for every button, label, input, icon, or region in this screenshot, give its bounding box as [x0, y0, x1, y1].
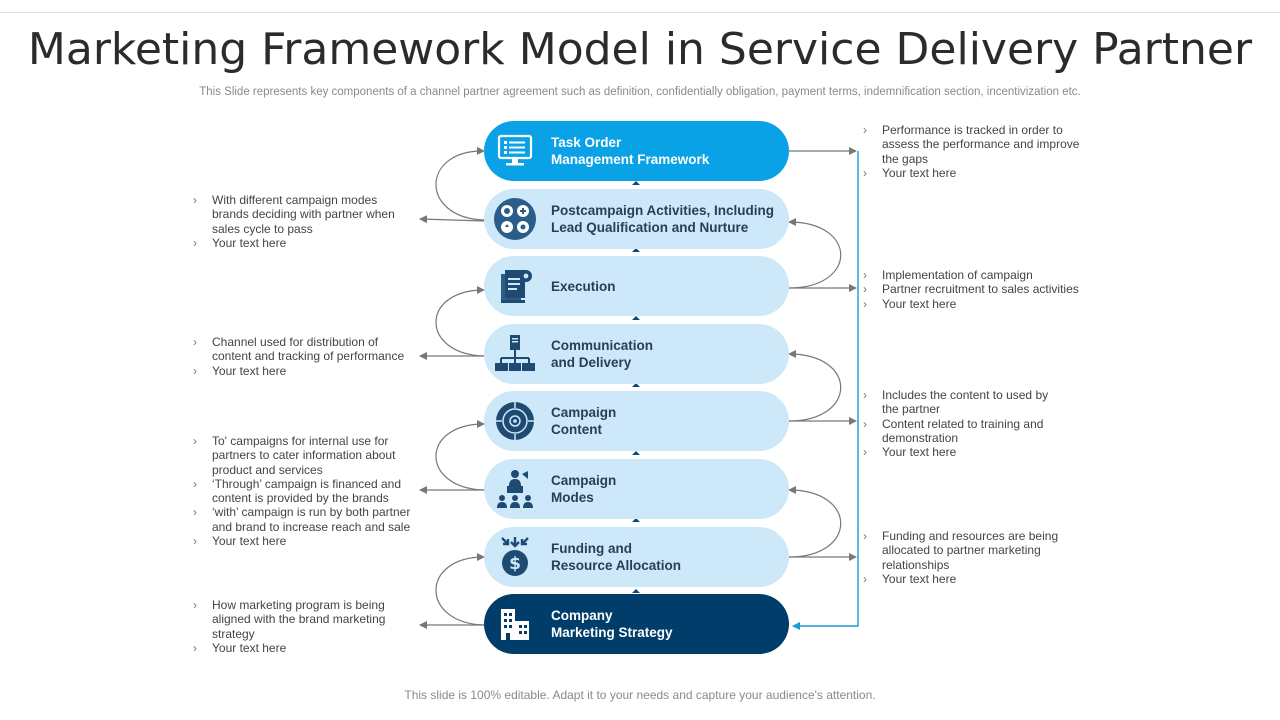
top-rule — [0, 12, 1280, 13]
page-title: Marketing Framework Model in Service Del… — [27, 24, 1253, 75]
step-link-2 — [632, 248, 640, 252]
left-arrow-1 — [419, 215, 485, 224]
left-note-3: To' campaigns for internal use for partn… — [193, 434, 415, 549]
step-postcampaign: Postcampaign Activities, Including Lead … — [484, 189, 789, 249]
step-communication: Communication and Delivery — [484, 324, 789, 384]
step-campaign-modes: Campaign Modes — [484, 459, 789, 519]
right-note-2: Implementation of campaign Partner recru… — [863, 268, 1088, 311]
step-label: Communication and Delivery — [551, 338, 654, 370]
left-loop-1 — [435, 146, 485, 221]
note-item: Your text here — [193, 364, 408, 379]
step-funding: $ Funding and Resource Allocation — [484, 527, 789, 587]
note-item: Your text here — [863, 445, 1068, 460]
network-computers-icon — [490, 329, 540, 379]
step-link-6 — [632, 518, 640, 522]
right-note-1: Performance is tracked in order to asses… — [863, 123, 1088, 180]
step-label: Campaign Content — [551, 405, 617, 437]
activity-cluster-icon — [490, 194, 540, 244]
step-label: Funding and Resource Allocation — [551, 541, 682, 573]
step-link-4 — [632, 383, 640, 387]
building-icon — [490, 599, 540, 649]
note-item: Your text here — [193, 534, 415, 549]
feedback-line — [792, 151, 859, 630]
step-link-1 — [632, 181, 640, 185]
note-item: Your text here — [863, 166, 1088, 181]
left-note-1: With different campaign modes brands dec… — [193, 193, 408, 250]
step-execution: Execution — [484, 256, 789, 316]
right-loop-2 — [788, 350, 842, 422]
note-item: Funding and resources are being allocate… — [863, 529, 1068, 572]
step-link-3 — [632, 316, 640, 320]
note-item: Your text here — [193, 236, 408, 251]
right-note-4: Funding and resources are being allocate… — [863, 529, 1068, 586]
step-label: Postcampaign Activities, Including Lead … — [551, 203, 775, 235]
note-item: Performance is tracked in order to asses… — [863, 123, 1088, 166]
footer-note: This slide is 100% editable. Adapt it to… — [404, 688, 876, 702]
note-item: Channel used for distribution of content… — [193, 335, 408, 364]
left-loop-3 — [435, 420, 485, 491]
note-item: How marketing program is being aligned w… — [193, 598, 398, 641]
step-task-order: Task Order Management Framework — [484, 121, 789, 181]
left-loop-2 — [435, 286, 485, 357]
target-icon — [490, 396, 540, 446]
note-item: To' campaigns for internal use for partn… — [193, 434, 415, 477]
right-loop-1 — [788, 218, 842, 289]
monitor-checklist-icon — [490, 126, 540, 176]
document-gear-icon — [490, 261, 540, 311]
page-subtitle: This Slide represents key components of … — [199, 86, 1081, 98]
svg-text:$: $ — [509, 554, 521, 574]
note-item: Your text here — [193, 641, 398, 656]
right-note-3: Includes the content to used by the part… — [863, 388, 1068, 460]
note-item: With different campaign modes brands dec… — [193, 193, 408, 236]
step-label: Task Order Management Framework — [551, 135, 710, 167]
left-loop-4 — [435, 553, 485, 626]
note-item: Your text here — [863, 297, 1088, 312]
left-note-2: Channel used for distribution of content… — [193, 335, 408, 378]
step-link-5 — [632, 451, 640, 455]
step-link-7 — [632, 589, 640, 593]
dollar-coin-arrows-icon: $ — [490, 532, 540, 582]
right-loop-3 — [788, 486, 842, 558]
step-label: Execution — [551, 278, 616, 294]
note-item: Includes the content to used by the part… — [863, 388, 1068, 417]
note-item: Implementation of campaign — [863, 268, 1088, 283]
note-item: ‘with’ campaign is run by both partner a… — [193, 505, 415, 534]
presenter-audience-icon — [490, 464, 540, 514]
step-company-strategy: Company Marketing Strategy — [484, 594, 789, 654]
step-label: Company Marketing Strategy — [551, 608, 673, 640]
note-item: Your text here — [863, 572, 1068, 587]
note-item: ‘Through’ campaign is financed and conte… — [193, 477, 415, 506]
step-label: Campaign Modes — [551, 473, 617, 505]
note-item: Partner recruitment to sales activities — [863, 282, 1088, 297]
step-campaign-content: Campaign Content — [484, 391, 789, 451]
left-note-4: How marketing program is being aligned w… — [193, 598, 398, 655]
note-item: Content related to training and demonstr… — [863, 417, 1068, 446]
